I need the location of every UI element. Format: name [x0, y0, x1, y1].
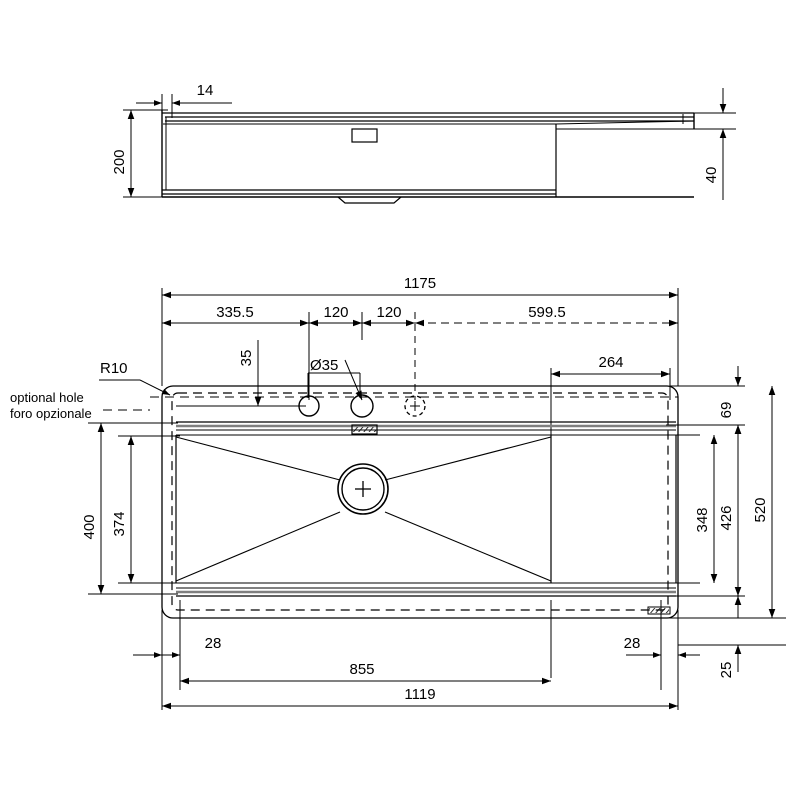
tap-hole-2 — [350, 394, 374, 418]
overflow-slot-elevation — [351, 128, 378, 143]
dim-label-520: 520 — [752, 497, 769, 522]
plan-view: 1175 335.5 120 120 599.5 35 Ø35 264 R10 … — [10, 275, 786, 710]
elevation-view: 200 14 — [111, 82, 736, 204]
tap-hole-3-optional — [404, 395, 426, 417]
note-optional-hole-en: optional hole — [10, 390, 84, 405]
sink-outer-outline — [161, 385, 679, 619]
dim-label-599-5: 599.5 — [528, 304, 566, 321]
overflow-slot-plan — [351, 424, 378, 435]
dim-label-14: 14 — [197, 82, 214, 99]
note-optional-hole-it: foro opzionale — [10, 406, 92, 421]
cutout-dashed-outline — [171, 392, 669, 611]
dim-label-264: 264 — [598, 354, 623, 371]
bottom-tab-outline — [647, 606, 671, 615]
dim-label-855: 855 — [349, 661, 374, 678]
dim-label-120a: 120 — [323, 304, 348, 321]
overflow-slot-hatch — [353, 427, 376, 432]
dim-label-1175: 1175 — [404, 275, 436, 292]
dim-label-dia35: Ø35 — [310, 357, 338, 374]
dim-label-28-right: 28 — [624, 635, 641, 652]
dim-label-400: 400 — [81, 514, 98, 539]
dim-label-335-5: 335.5 — [216, 304, 254, 321]
bowl-slope-lines — [175, 436, 552, 582]
dim-label-1119: 1119 — [404, 686, 435, 703]
bottom-tab-hatch — [649, 608, 669, 613]
dim-label-200: 200 — [111, 149, 128, 174]
dim-label-69: 69 — [718, 402, 735, 419]
dim-label-35: 35 — [238, 350, 255, 367]
dim-label-28-left: 28 — [205, 635, 222, 652]
dim-label-25: 25 — [718, 662, 735, 679]
note-label-r10: R10 — [100, 360, 128, 377]
drain-outer-circle — [337, 463, 389, 515]
drain-profile — [337, 196, 402, 204]
dim-label-426: 426 — [718, 505, 735, 530]
dim-label-348: 348 — [694, 507, 711, 532]
dim-label-374: 374 — [111, 511, 128, 536]
dim-label-40: 40 — [703, 167, 720, 184]
dim-label-120b: 120 — [376, 304, 401, 321]
drain-inner-circle — [341, 467, 385, 511]
leader-r10 — [139, 379, 171, 396]
